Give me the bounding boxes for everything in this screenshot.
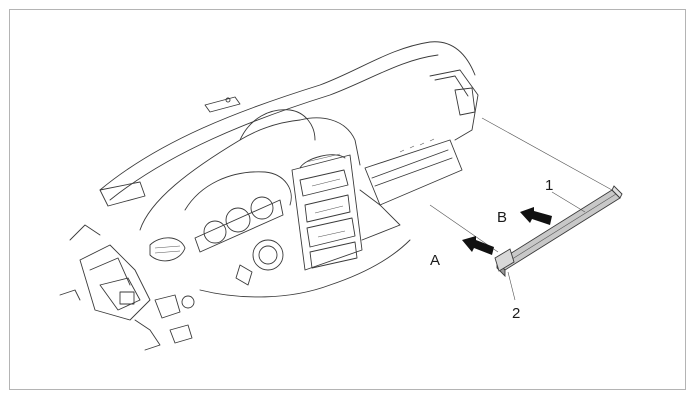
trim-strip: [496, 185, 623, 278]
arrow-b-label: B: [497, 209, 507, 226]
leader-line-upper: [481, 117, 613, 191]
callout-2-label: 2: [512, 305, 520, 322]
dashboard-illustration: [59, 41, 479, 351]
arrow-a-icon: [462, 236, 494, 255]
end-clip: [494, 248, 515, 272]
arrow-a-label: A: [430, 252, 440, 269]
callout-1-leader: [551, 191, 586, 213]
arrow-b-icon: [520, 207, 552, 225]
diagram-frame: [9, 9, 686, 390]
callout-2-leader: [507, 271, 516, 301]
callout-1-label: 1: [545, 177, 553, 194]
